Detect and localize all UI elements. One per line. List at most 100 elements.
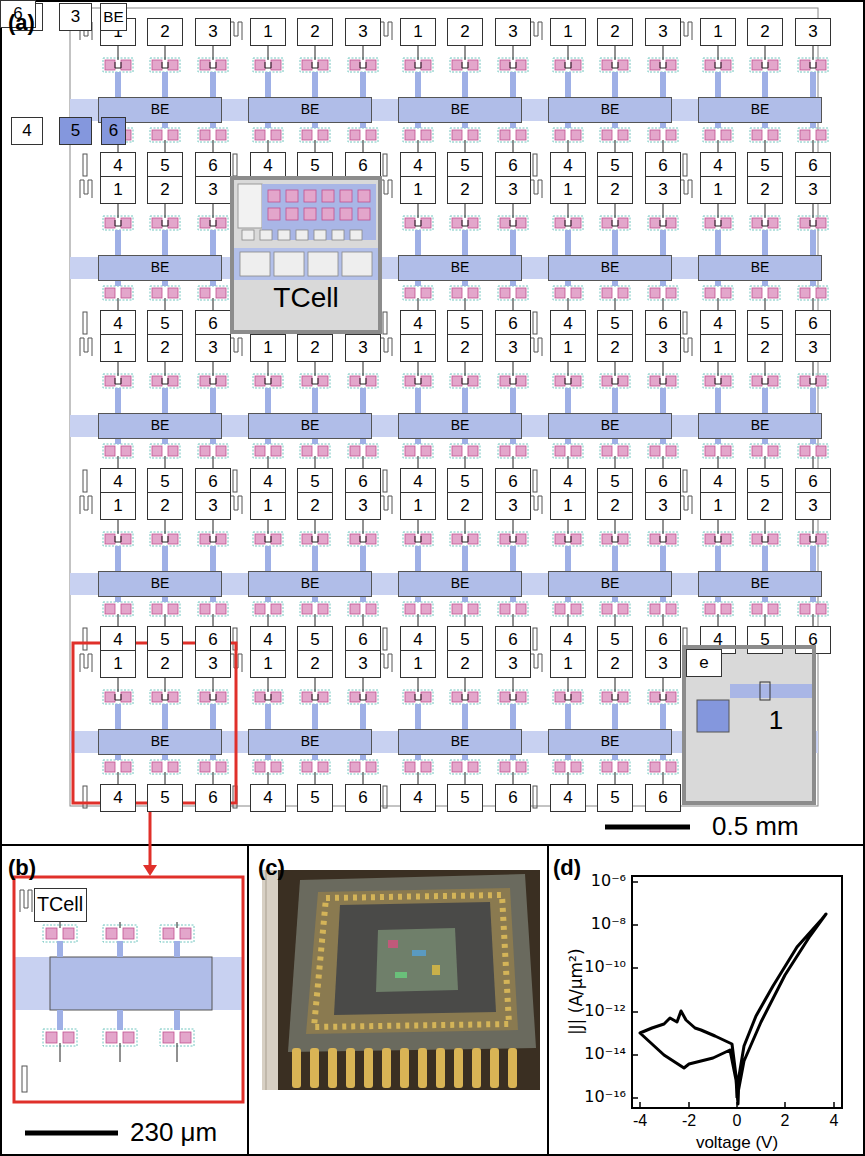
node-label: 2 <box>610 655 619 674</box>
contact-pad: 6 <box>345 784 381 812</box>
panel-divider <box>547 845 549 1156</box>
contact-pad: 3 <box>345 492 381 520</box>
packaged-chip-photo <box>262 870 540 1090</box>
contact-pad: 1 <box>550 334 586 362</box>
node-label: 5 <box>160 315 169 334</box>
node-label: 2 <box>460 655 469 674</box>
tick-label: 2 <box>781 1112 790 1130</box>
node-label: BE <box>601 102 620 117</box>
contact-pad: 4 <box>250 784 286 812</box>
node-label: 3 <box>508 23 517 42</box>
node-label: 2 <box>460 497 469 516</box>
node-label: 2 <box>760 497 769 516</box>
node-label: 1 <box>563 655 572 674</box>
contact-pad: 2 <box>597 492 633 520</box>
contact-pad: 1 <box>400 492 436 520</box>
node-label: BE <box>151 260 170 275</box>
contact-pad: 1 <box>250 650 286 678</box>
node-label: BE <box>751 576 770 591</box>
tick-label: -2 <box>682 1112 696 1130</box>
cell-device-set <box>80 22 828 808</box>
node-label: 1 <box>113 181 122 200</box>
node-label: BE <box>151 734 170 749</box>
node-label: 3 <box>208 23 217 42</box>
node-label: 1 <box>563 497 572 516</box>
contact-pad: 5 <box>447 784 483 812</box>
node-label: 3 <box>658 23 667 42</box>
node-label: BE <box>601 418 620 433</box>
tick-label: 4 <box>830 1112 839 1130</box>
contact-pad: 1 <box>100 176 136 204</box>
node-label: BE <box>751 260 770 275</box>
node-label: 4 <box>563 315 572 334</box>
contact-pad: 1 <box>550 650 586 678</box>
contact-pad: 2 <box>147 18 183 46</box>
node-label: 6 <box>109 122 118 141</box>
node-label: 4 <box>563 789 572 808</box>
contact-pad: 3 <box>495 176 531 204</box>
contact-pad: 4 <box>100 784 136 812</box>
node-label: 4 <box>263 789 272 808</box>
node-label: 4 <box>113 315 122 334</box>
node-label: TCell <box>273 283 338 314</box>
node-label: 1 <box>113 497 122 516</box>
contact-pad: 1 <box>400 18 436 46</box>
contact-pad: 1 <box>700 18 736 46</box>
node-label: TCell <box>37 894 83 916</box>
bottom-electrode: BE <box>398 571 522 597</box>
contact-pad: 4 <box>400 784 436 812</box>
contact-pad: 1 <box>100 334 136 362</box>
contact-pad: 2 <box>747 176 783 204</box>
node-label: 5 <box>760 157 769 176</box>
node-label: 4 <box>713 473 722 492</box>
contact-pad: 3 <box>495 492 531 520</box>
contact-pad: 3 <box>645 492 681 520</box>
node-label: 2 <box>310 339 319 358</box>
node-label: BE <box>151 576 170 591</box>
axis-title: |J| (A/μm²) <box>566 949 586 1036</box>
node-label: 3 <box>208 655 217 674</box>
contact-pad: 2 <box>747 492 783 520</box>
node-label: 5 <box>760 473 769 492</box>
contact-pad: 1 <box>400 650 436 678</box>
node-label: 4 <box>713 157 722 176</box>
contact-pad: 1 <box>550 492 586 520</box>
contact-pad: 1 <box>250 18 286 46</box>
node-label: 4 <box>413 473 422 492</box>
panel-label: (c) <box>258 855 285 880</box>
contact-pad: 3 <box>795 334 831 362</box>
bottom-electrode: BE <box>698 413 822 439</box>
contact-pad: 1 <box>550 176 586 204</box>
node-label: 3 <box>208 339 217 358</box>
bottom-electrode: BE <box>98 255 222 281</box>
node-label: 4 <box>713 315 722 334</box>
node-label: 2 <box>610 497 619 516</box>
node-label: 3 <box>208 497 217 516</box>
node-label: 3 <box>358 339 367 358</box>
contact-pad: 1 <box>250 492 286 520</box>
scale-bar <box>605 825 690 830</box>
node-label: 6 <box>808 473 817 492</box>
contact-pad: 6 <box>645 784 681 812</box>
contact-pad: 2 <box>147 650 183 678</box>
node-label: 5 <box>160 789 169 808</box>
bottom-electrode: BE <box>548 255 672 281</box>
node-label: 6 <box>808 157 817 176</box>
node-label: 2 <box>460 339 469 358</box>
contact-pad: 3 <box>345 334 381 362</box>
contact-pad: 3 <box>645 334 681 362</box>
node-label: 2 <box>610 339 619 358</box>
node-label: 1 <box>769 706 783 735</box>
contact-pad: 3 <box>795 492 831 520</box>
node-label: BE <box>751 102 770 117</box>
node-label: 2 <box>160 655 169 674</box>
node-label: 1 <box>263 655 272 674</box>
node-label: 5 <box>460 315 469 334</box>
node-label: 3 <box>71 8 80 27</box>
node-label: 5 <box>310 789 319 808</box>
contact-pad: 5 <box>747 626 783 654</box>
node-label: 2 <box>160 181 169 200</box>
node-label: 5 <box>610 315 619 334</box>
contact-pad: 3 <box>195 650 231 678</box>
node-label: 2 <box>160 23 169 42</box>
